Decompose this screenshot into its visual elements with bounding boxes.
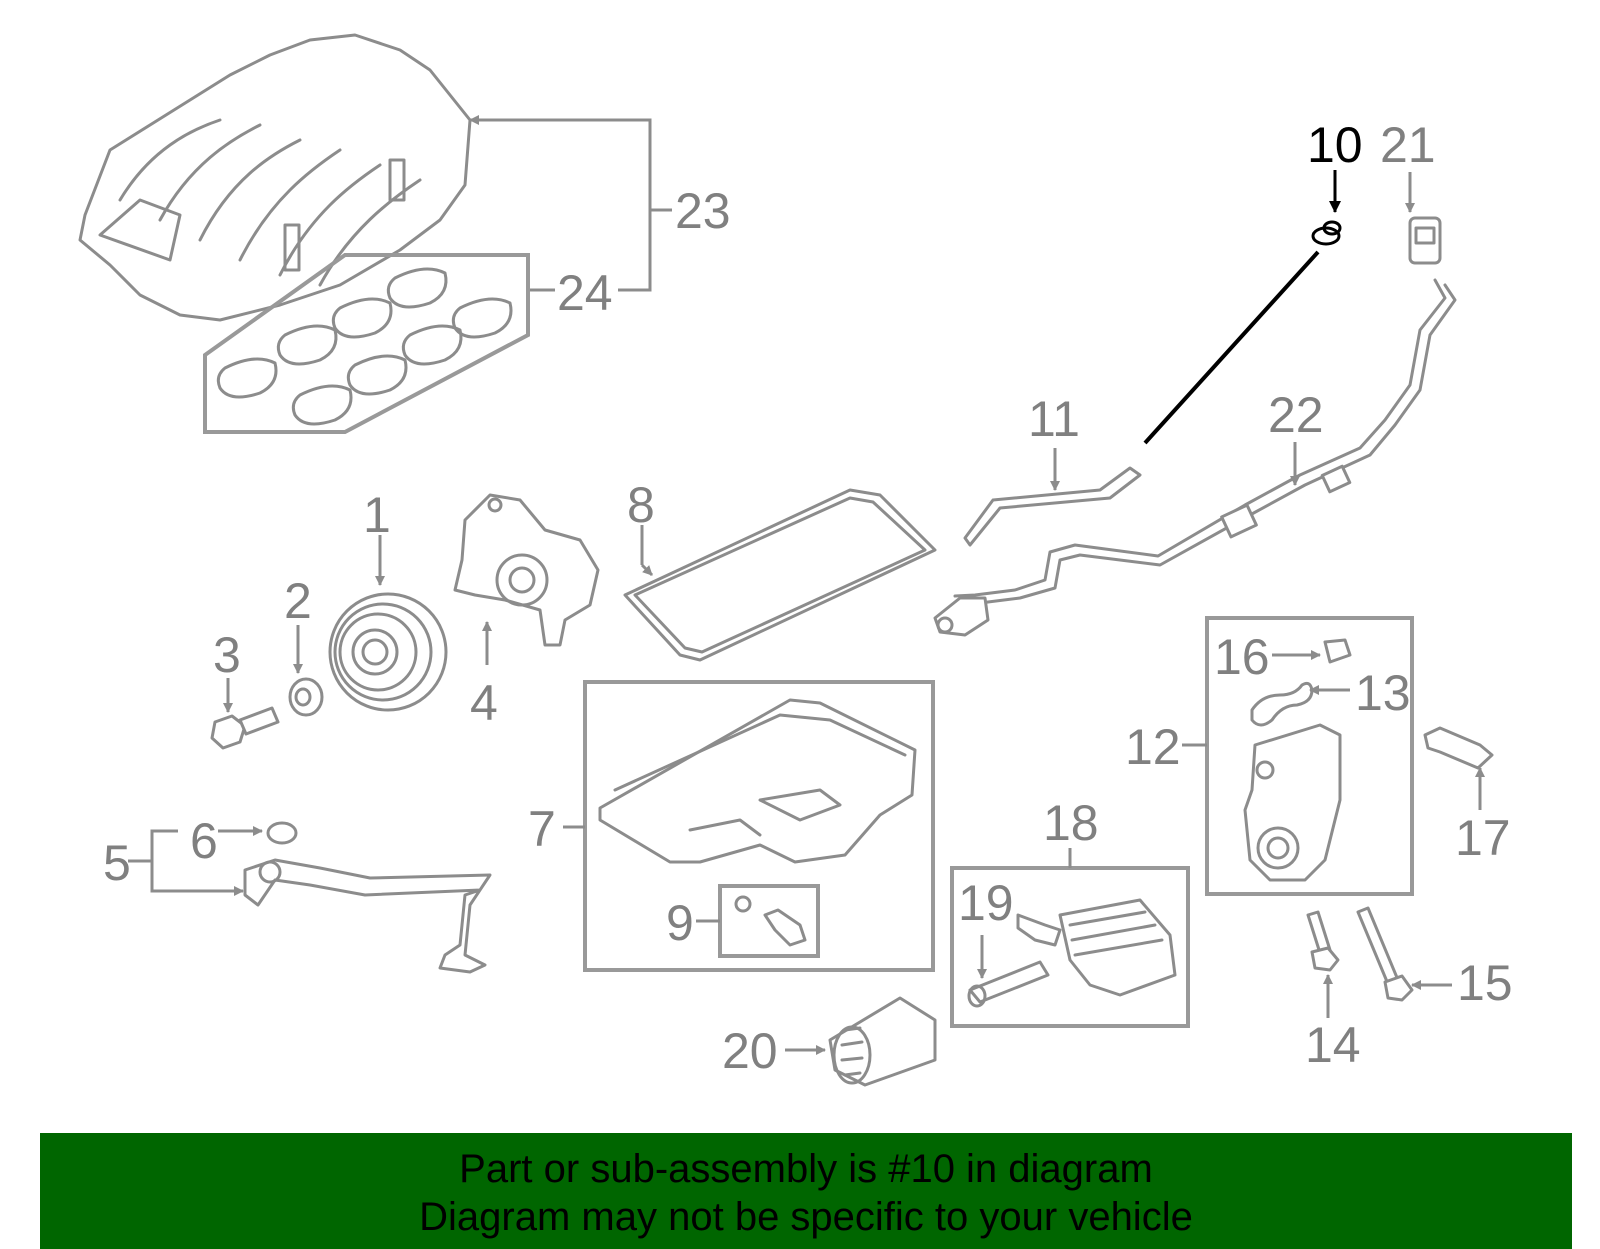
part-notice-banner: Part or sub-assembly is #10 in diagram D… xyxy=(40,1133,1572,1249)
front-cover-drawing xyxy=(1243,723,1342,882)
bolt-15-drawing xyxy=(1356,906,1414,1002)
bolt-14-drawing xyxy=(1306,910,1340,972)
callout-10: 10 xyxy=(1307,117,1363,173)
seal-13-drawing xyxy=(1250,681,1314,727)
front-cover-box xyxy=(1205,616,1414,896)
drain-plug-drawing xyxy=(734,895,807,947)
callout-4: 4 xyxy=(470,675,498,731)
callout-14: 14 xyxy=(1305,1017,1361,1073)
callout-20: 20 xyxy=(722,1023,778,1079)
callout-15: 15 xyxy=(1457,955,1513,1011)
callout-16: 16 xyxy=(1214,629,1270,685)
callout-11: 11 xyxy=(1028,391,1080,447)
dipstick-tube-drawing xyxy=(963,466,1142,547)
intake-gasket-set-drawing xyxy=(203,253,530,434)
oil-cooler-drawing xyxy=(1016,898,1177,997)
parts-diagram: 1 2 3 4 5 6 7 8 9 10 11 12 13 14 15 16 1… xyxy=(78,33,1513,1087)
callout-labels: 1 2 3 4 5 6 7 8 9 10 11 12 13 14 15 16 1… xyxy=(103,117,1513,1079)
sensor-17-drawing xyxy=(1423,726,1494,770)
callout-1: 1 xyxy=(363,487,391,543)
fitting-19-drawing xyxy=(967,960,1050,1008)
callout-6: 6 xyxy=(190,813,218,869)
callout-13: 13 xyxy=(1355,665,1411,721)
callout-17: 17 xyxy=(1455,810,1511,866)
plug-16-drawing xyxy=(1323,638,1352,664)
oil-pan-drawing xyxy=(598,698,917,864)
callout-8: 8 xyxy=(627,477,655,533)
oil-dipstick-drawing xyxy=(1143,220,1342,445)
callout-12: 12 xyxy=(1125,719,1181,775)
callout-24: 24 xyxy=(557,265,613,321)
oil-pan-gasket-drawing xyxy=(623,488,937,662)
oil-pump-drawing xyxy=(453,493,600,647)
banner-line-1: Part or sub-assembly is #10 in diagram xyxy=(459,1147,1153,1191)
callout-7: 7 xyxy=(528,801,556,857)
callout-21: 21 xyxy=(1380,117,1436,173)
callout-3: 3 xyxy=(213,627,241,683)
callout-5: 5 xyxy=(103,835,131,891)
crank-bolt-drawing xyxy=(210,706,280,750)
callout-9: 9 xyxy=(666,895,694,951)
oil-filter-drawing xyxy=(828,996,937,1087)
callout-22: 22 xyxy=(1268,387,1324,443)
callout-19: 19 xyxy=(958,875,1014,931)
banner-line-2: Diagram may not be specific to your vehi… xyxy=(419,1195,1193,1239)
sensor-harness-drawing xyxy=(933,278,1457,637)
callout-18: 18 xyxy=(1043,795,1099,851)
oil-pickup-tube-drawing xyxy=(243,821,492,974)
washer-drawing xyxy=(288,677,324,717)
oil-level-sensor-connector-drawing xyxy=(1408,216,1442,265)
intake-manifold-drawing xyxy=(78,33,472,322)
callout-2: 2 xyxy=(284,573,312,629)
callout-23: 23 xyxy=(675,183,731,239)
crankshaft-pulley-drawing xyxy=(328,592,448,712)
